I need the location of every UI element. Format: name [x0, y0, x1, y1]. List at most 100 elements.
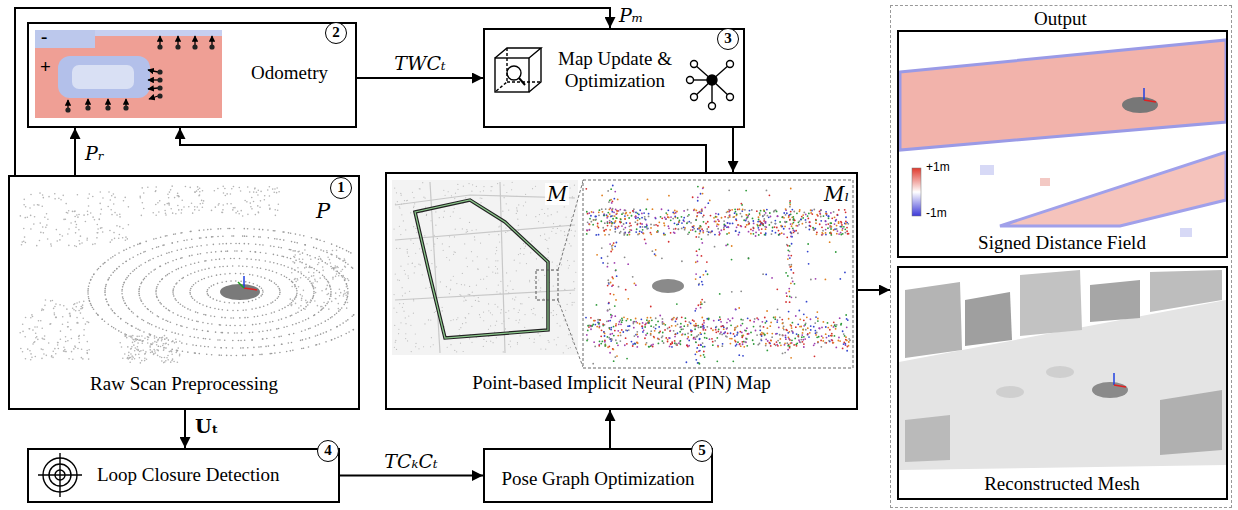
scan-point [104, 290, 106, 292]
scan-point [200, 237, 202, 239]
scan-point [338, 308, 340, 310]
map-point [567, 304, 568, 305]
scan-point [296, 242, 298, 244]
scan-point [31, 357, 33, 359]
scan-point [244, 243, 246, 245]
scan-point [209, 296, 211, 298]
scan-point [170, 350, 172, 352]
scan-point [281, 255, 283, 257]
scan-point [110, 274, 112, 276]
scan-point [53, 312, 55, 314]
scan-point [46, 355, 48, 357]
map-point [431, 337, 432, 338]
scan-point [67, 321, 69, 323]
scan-point [131, 346, 133, 348]
scan-point [89, 300, 91, 302]
map-point [486, 276, 487, 277]
scan-point [189, 247, 191, 249]
map-point [574, 185, 575, 186]
scan-point [233, 258, 235, 260]
scan-point [326, 263, 328, 265]
map-point [560, 182, 561, 183]
map-point [557, 196, 558, 197]
scan-point [126, 260, 128, 262]
scan-point [248, 301, 250, 303]
scan-point [126, 305, 128, 307]
scan-point [277, 254, 279, 256]
scan-point [295, 296, 297, 298]
map-point [555, 233, 556, 234]
map-point [465, 317, 466, 318]
scan-point [313, 291, 315, 293]
scan-point [177, 195, 179, 197]
scan-point [137, 350, 139, 352]
map-point [543, 298, 544, 299]
scan-point [168, 309, 170, 311]
scan-point [87, 197, 89, 199]
scan-point [131, 325, 133, 327]
scan-point [347, 302, 349, 304]
scan-point [81, 357, 83, 359]
scan-point [211, 354, 213, 356]
scan-point [189, 187, 191, 189]
scan-point [24, 217, 26, 219]
scan-point [315, 325, 317, 327]
scan-point [24, 236, 26, 238]
map-point [574, 235, 575, 236]
scan-point [41, 327, 43, 329]
scan-point [347, 293, 349, 295]
scan-point [160, 236, 162, 238]
map-point [412, 263, 413, 264]
scan-point [62, 195, 64, 197]
map-point [488, 267, 489, 268]
scan-point [304, 249, 306, 251]
scan-point [249, 202, 251, 204]
scan-point [219, 266, 221, 268]
scan-point [273, 254, 275, 256]
scan-point [208, 268, 210, 270]
map-point [443, 217, 444, 218]
scan-point [199, 194, 201, 196]
scan-point [292, 300, 294, 302]
scan-point [67, 340, 69, 342]
scan-point [87, 341, 89, 343]
scan-point [305, 319, 307, 321]
scan-point [54, 198, 56, 200]
map-point [534, 280, 535, 281]
map-point [512, 289, 513, 290]
scan-point [252, 354, 254, 356]
scan-point [215, 251, 217, 253]
map-point [532, 188, 533, 189]
scan-point [317, 324, 319, 326]
scan-point [44, 338, 46, 340]
map-point [499, 241, 500, 242]
map-point [551, 231, 552, 232]
scan-point [222, 235, 224, 237]
map-point [511, 189, 512, 190]
scan-point [186, 239, 188, 241]
scan-point [168, 339, 170, 341]
scan-point [229, 273, 231, 275]
map-point [435, 311, 436, 312]
scan-point [102, 231, 104, 233]
scan-point [99, 219, 101, 221]
scan-point [210, 307, 212, 309]
map-point [548, 342, 549, 343]
scan-point [220, 332, 222, 334]
map-point [535, 216, 536, 217]
scan-point [152, 248, 154, 250]
scan-point [278, 203, 280, 205]
scan-point [80, 312, 82, 314]
scan-point [274, 188, 276, 190]
scan-point [311, 237, 313, 239]
scan-point [163, 348, 165, 350]
scan-point [240, 190, 242, 192]
map-point [454, 208, 455, 209]
map-point [523, 254, 524, 255]
scan-point [259, 354, 261, 356]
scan-point [159, 356, 161, 358]
scan-point [331, 268, 333, 270]
scan-point [55, 317, 57, 319]
scan-point [176, 195, 178, 197]
scan-point [234, 332, 236, 334]
